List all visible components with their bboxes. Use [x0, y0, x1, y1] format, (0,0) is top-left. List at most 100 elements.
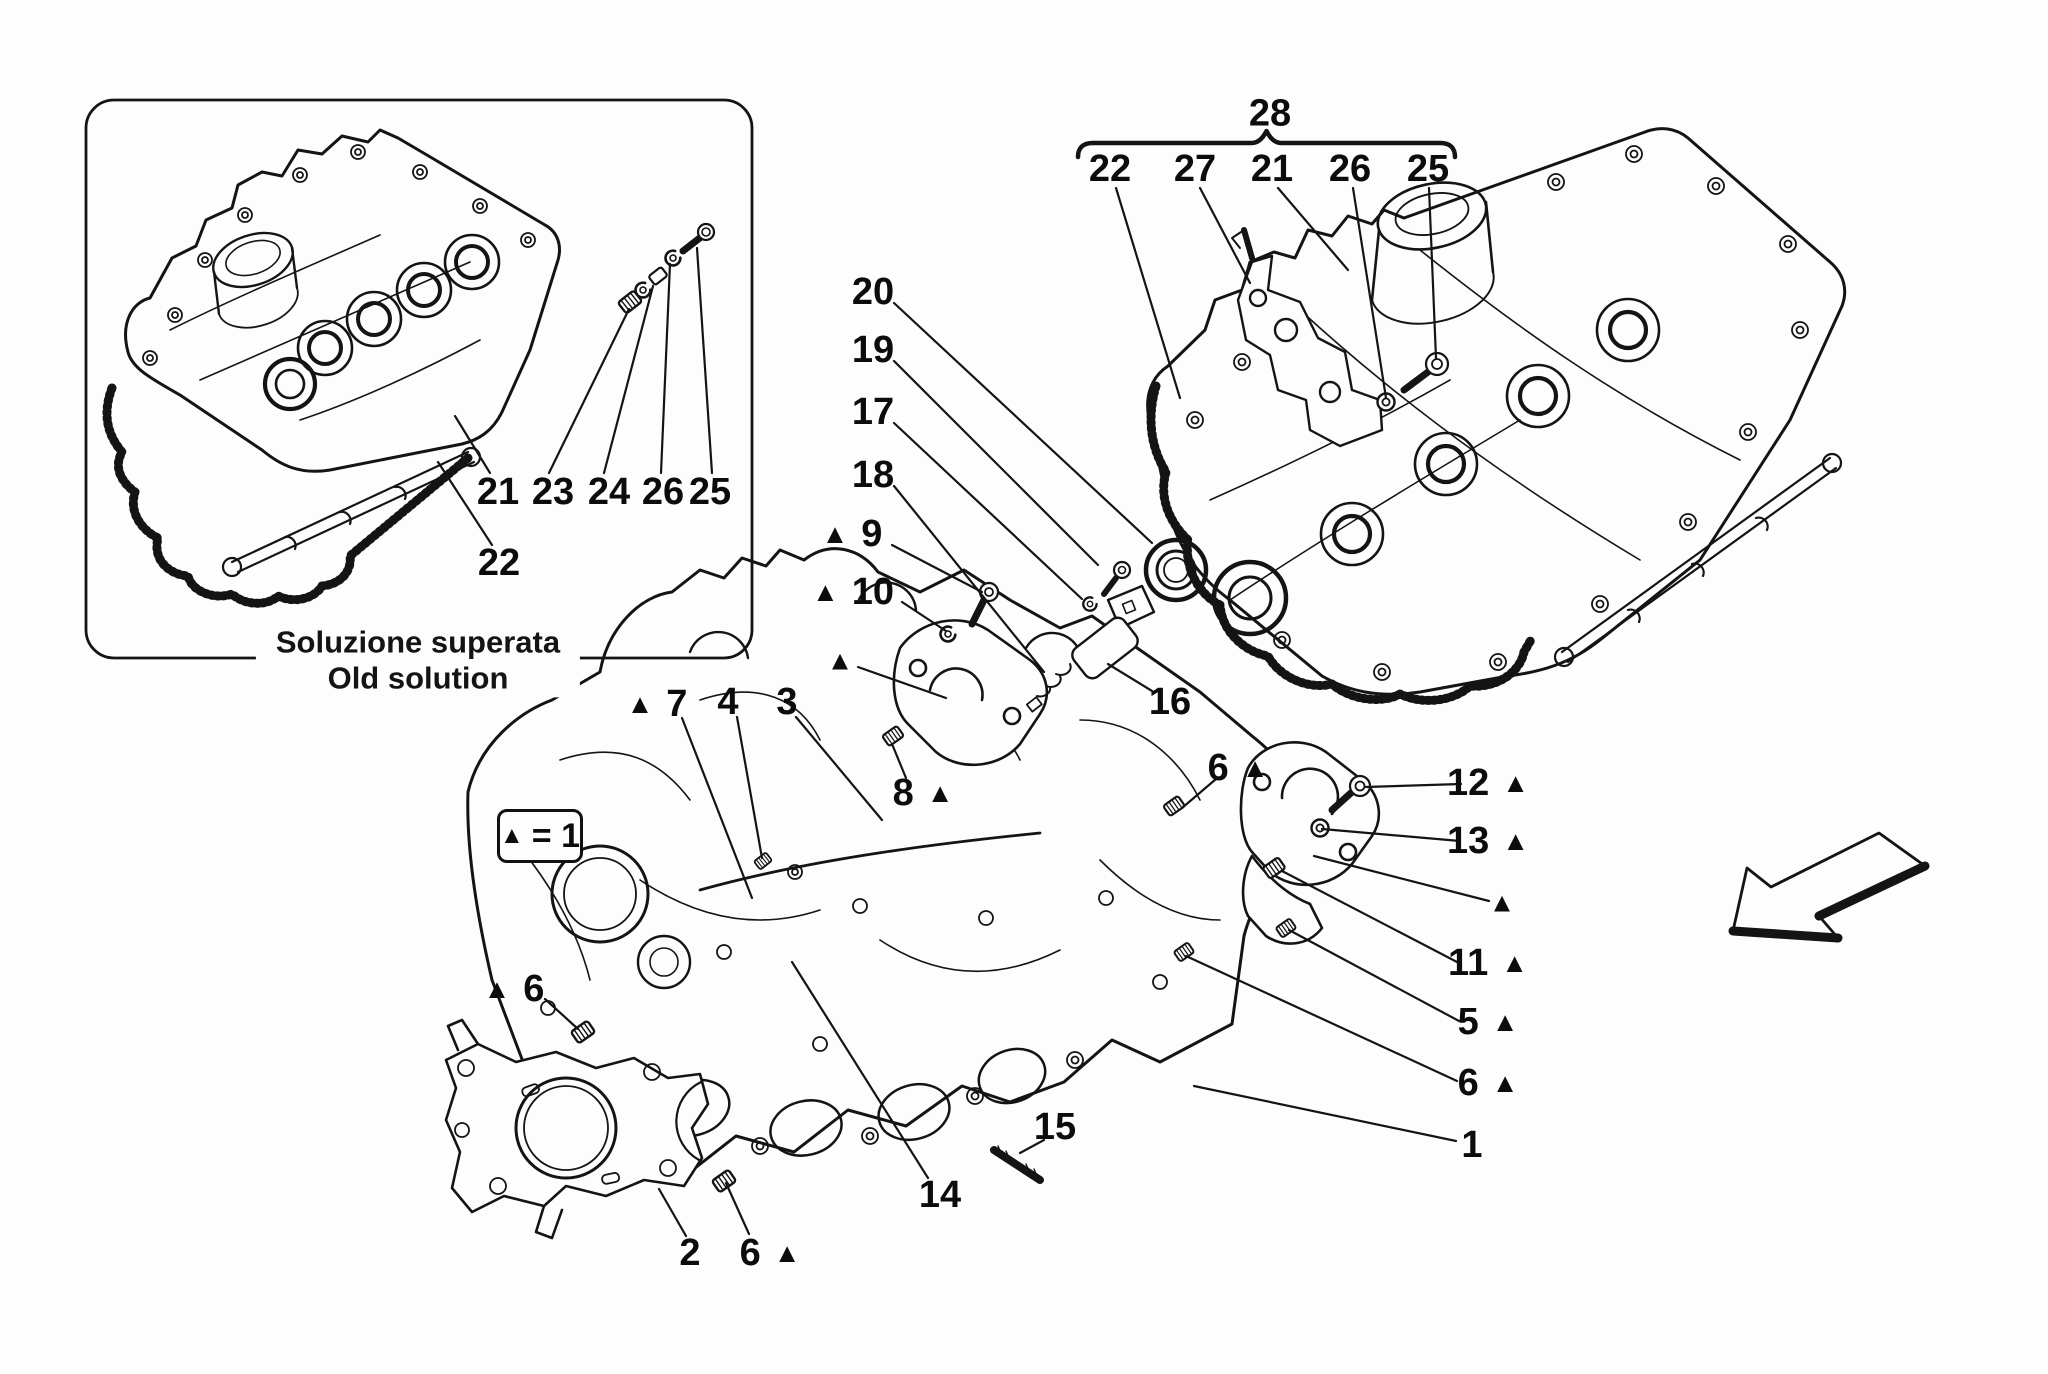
leader-line	[1114, 186, 1182, 400]
leader-line	[1018, 1138, 1046, 1155]
solenoid-valve-16	[1025, 584, 1156, 713]
callout-number: 8	[892, 772, 914, 814]
leader-line	[1364, 782, 1463, 789]
callout-number: 14	[918, 1174, 962, 1216]
leader-line	[892, 484, 1046, 674]
new-cover-drawing	[1146, 127, 1847, 705]
callout-26: 26	[642, 473, 684, 511]
leader-line	[900, 600, 948, 633]
callout-6: 6▲	[740, 1234, 801, 1272]
callout-21: 21	[1251, 150, 1293, 188]
leader-line	[892, 359, 1100, 567]
callout-number: 24	[587, 471, 631, 513]
callout-number: 6	[739, 1232, 761, 1274]
leader-line	[1184, 954, 1459, 1083]
triangle-icon: ▲	[1491, 1067, 1519, 1098]
triangle-icon: ▲	[826, 645, 854, 676]
leader-line	[856, 665, 948, 700]
group-28-bracket	[1075, 128, 1458, 160]
callout-11: 11▲	[1448, 944, 1528, 982]
leader-line	[890, 543, 984, 594]
callout-22: 22	[478, 544, 520, 582]
callout-number: 25	[688, 471, 732, 513]
callout-25: 25	[1407, 150, 1449, 188]
callout-3: 3	[776, 683, 797, 721]
leader-line	[1280, 869, 1459, 964]
callout-14: 14	[919, 1176, 961, 1214]
leader-line	[659, 262, 672, 475]
bracket-28	[1075, 128, 1458, 160]
leader-line	[680, 716, 754, 900]
callout-triangle: ▲	[1488, 887, 1516, 918]
callout-number: 12	[1446, 762, 1490, 804]
head-gasket-drawing	[444, 1018, 710, 1240]
callout-26: 26	[1329, 150, 1371, 188]
leader-line	[890, 742, 908, 780]
callout-number: 18	[851, 454, 895, 496]
leader-line	[1106, 662, 1154, 693]
callout-number: 11	[1448, 942, 1489, 984]
callout-8: 8▲	[893, 774, 954, 812]
callout-number: 26	[641, 471, 685, 513]
old-solution-caption: Soluzione superata Old solution	[255, 622, 581, 698]
group-label-28: 28	[1248, 92, 1292, 135]
callout-number: 2	[679, 1232, 701, 1274]
callout-number: 21	[1250, 148, 1294, 190]
callout-7: ▲7	[627, 685, 688, 723]
leader-line	[892, 301, 1154, 545]
triangle-icon: ▲	[1488, 887, 1516, 918]
triangle-icon: ▲	[500, 822, 524, 849]
triangle-icon: ▲	[821, 518, 849, 549]
callout-number: 22	[1088, 148, 1132, 190]
callout-number: 19	[851, 329, 895, 371]
callout-2: 2	[679, 1234, 700, 1272]
callout-number: 27	[1173, 148, 1217, 190]
callout-4: 4	[717, 683, 738, 721]
direction-arrow	[1728, 831, 1930, 943]
callout-23: 23	[532, 473, 574, 511]
callout-number: 6	[1207, 747, 1229, 789]
callout-25: 25	[689, 473, 731, 511]
leader-line	[1351, 186, 1388, 400]
leader-line	[794, 715, 884, 822]
callout-27: 27	[1174, 150, 1216, 188]
old-cover-drawing	[102, 128, 716, 608]
callout-21: 21	[477, 473, 519, 511]
callout-9: ▲9	[822, 515, 883, 553]
callout-number: 25	[1406, 148, 1450, 190]
cylinder-head-drawing	[466, 537, 1381, 1194]
leader-line	[602, 284, 655, 475]
callout-triangle: ▲	[826, 645, 854, 676]
callout-17: 17	[852, 393, 894, 431]
triangle-icon: ▲	[1502, 825, 1530, 856]
triangle-icon: ▲	[1502, 767, 1530, 798]
callout-13: 13▲	[1447, 822, 1529, 860]
legend-value: = 1	[531, 817, 580, 855]
leader-line	[1427, 186, 1438, 360]
leader-line	[436, 460, 494, 547]
callout-number: 7	[666, 683, 688, 725]
callout-number: 23	[531, 471, 575, 513]
legend-box: ▲ = 1	[497, 809, 583, 863]
callout-1: 1	[1461, 1126, 1482, 1164]
triangle-icon: ▲	[1491, 1006, 1519, 1037]
callout-16: 16	[1149, 683, 1191, 721]
leader-line	[543, 997, 580, 1031]
leader-line	[1312, 854, 1491, 903]
callout-number: 6	[1457, 1062, 1479, 1104]
leader-line	[892, 421, 1084, 601]
callout-number: 4	[717, 681, 739, 723]
triangle-icon: ▲	[1241, 752, 1269, 783]
callout-number: 20	[851, 271, 895, 313]
callout-number: 5	[1457, 1001, 1479, 1043]
leader-line	[1320, 827, 1462, 843]
callout-number: 16	[1148, 681, 1192, 723]
callout-number: 10	[851, 571, 895, 613]
callout-number: 21	[476, 471, 520, 513]
callout-number: 1	[1461, 1124, 1483, 1166]
leader-line	[695, 246, 714, 475]
leader-line	[1198, 186, 1252, 285]
callout-number: 3	[776, 681, 798, 723]
callout-6: 6▲	[1208, 749, 1269, 787]
